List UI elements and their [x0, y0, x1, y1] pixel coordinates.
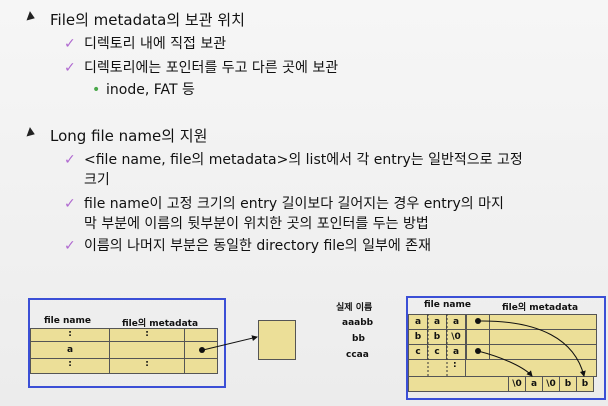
left-directory-box [28, 298, 226, 388]
right-row-4-ellipsis: : [453, 360, 457, 370]
metadata-block [258, 320, 296, 360]
real-name-title: 실제 이름 [336, 303, 373, 313]
right-header-name: file name [424, 300, 471, 310]
real-name-1: aaabb [342, 318, 374, 328]
checkmark-icon: ✓ [64, 238, 76, 254]
section2-title: Long file name의 지원 [50, 127, 208, 145]
left-header-name: file name [44, 316, 91, 326]
pointer-dot [199, 347, 205, 353]
section1-title: File의 metadata의 보관 위치 [50, 11, 245, 29]
checkmark-icon: ✓ [64, 196, 76, 212]
real-name-3: ccaa [346, 350, 369, 360]
right-directory-box [406, 296, 606, 400]
checkmark-icon: ✓ [64, 60, 76, 76]
real-name-2: bb [352, 334, 365, 344]
name-char-cell: \0 [446, 329, 466, 345]
checkmark-icon: ✓ [64, 152, 76, 168]
right-header-meta: file의 metadata [502, 303, 579, 313]
left-row-3-ptr [184, 358, 218, 374]
left-header-meta: file의 metadata [122, 319, 199, 329]
dot-bullet-icon: • [92, 82, 101, 98]
checkmark-icon: ✓ [64, 36, 76, 52]
